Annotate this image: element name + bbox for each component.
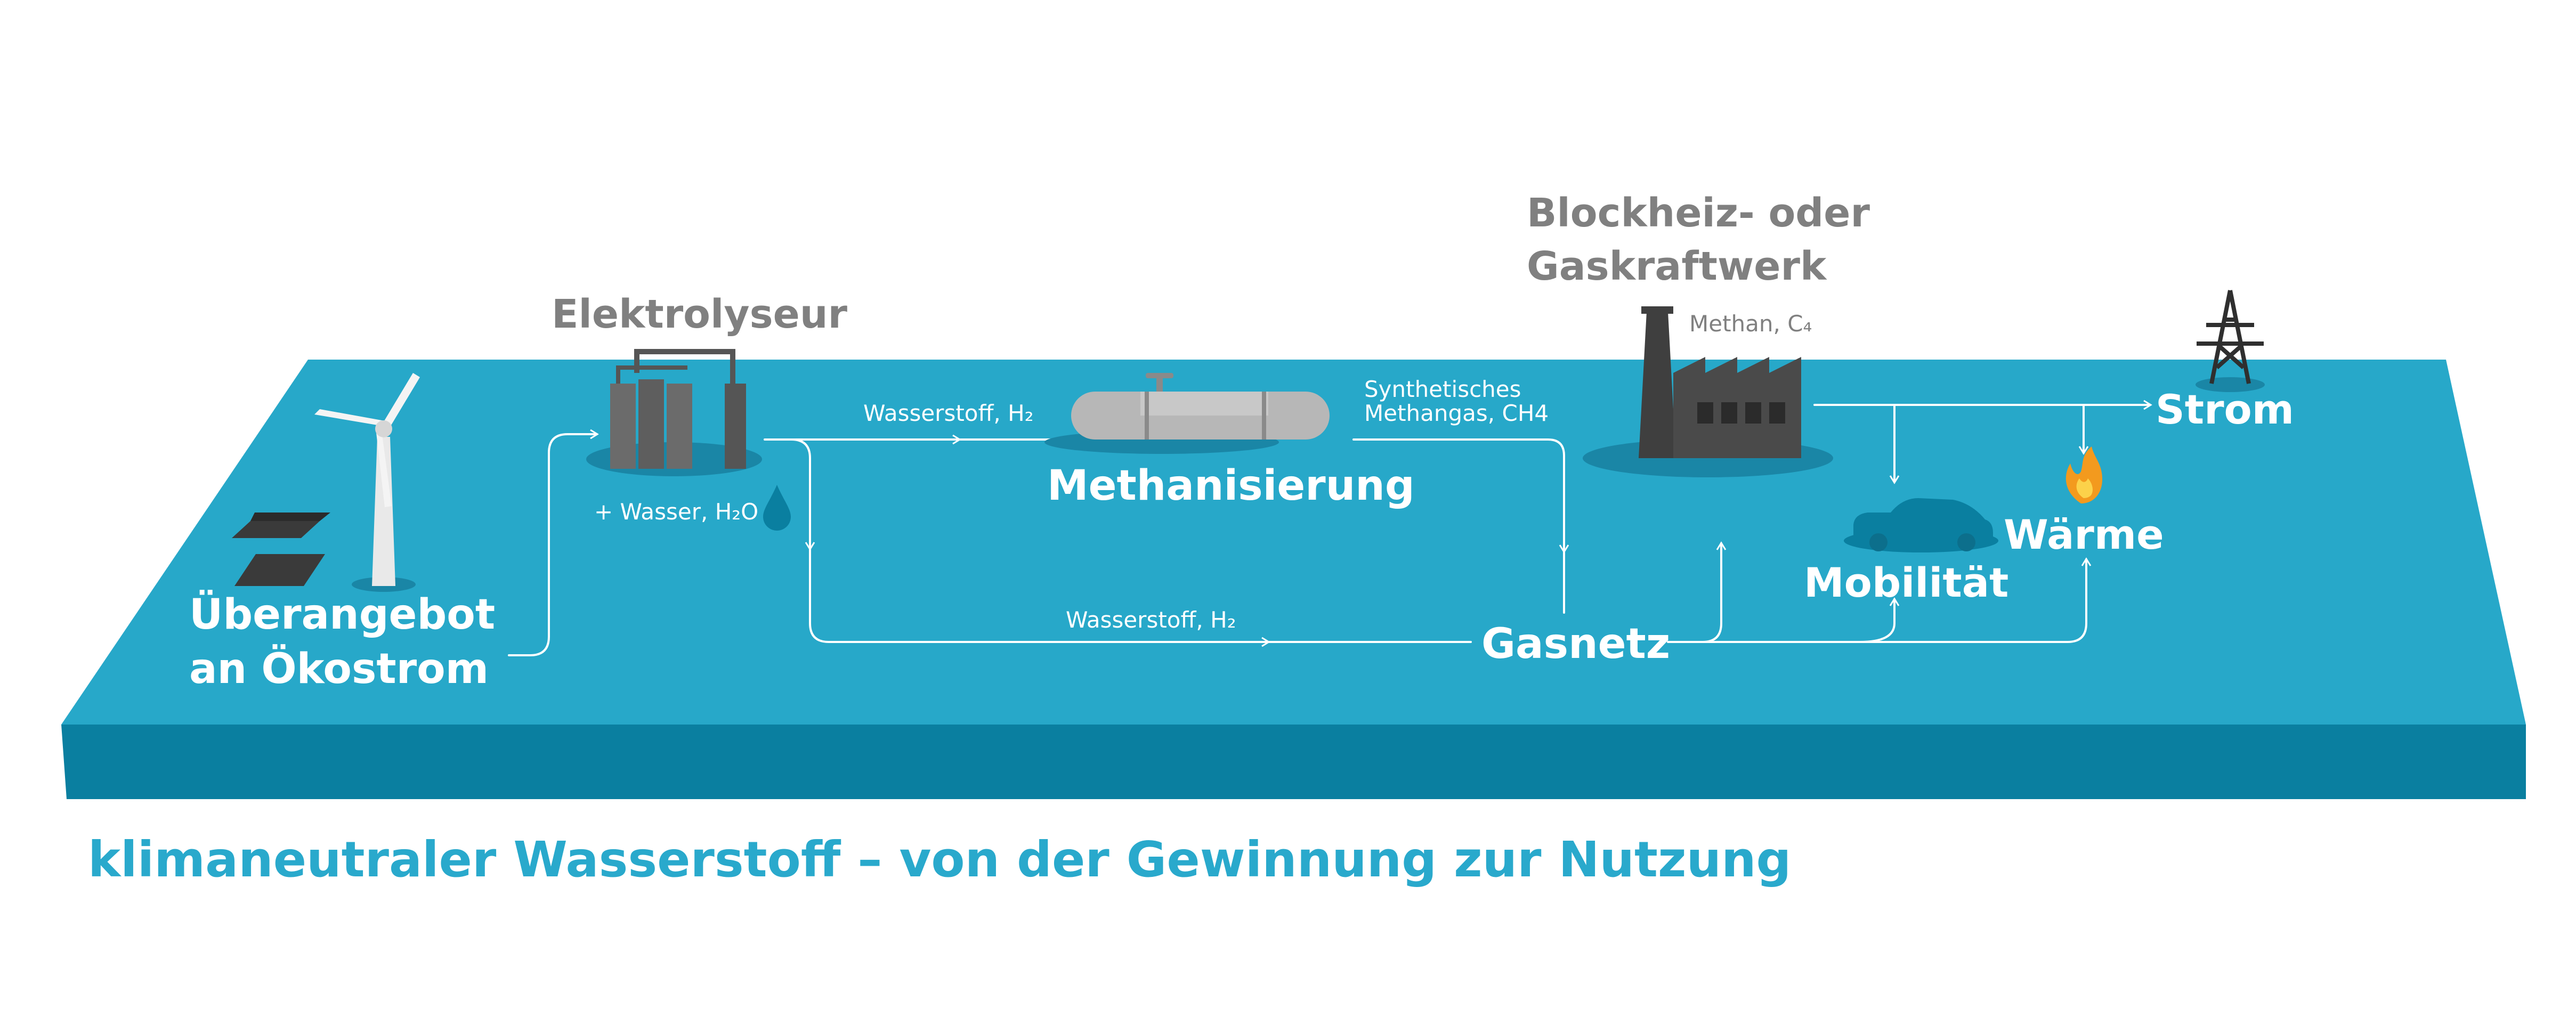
flow-electrolyser-down — [790, 438, 815, 551]
power-label: Strom — [2156, 386, 2294, 433]
flow-lines — [508, 400, 2152, 656]
solar-panel-icon — [232, 512, 330, 586]
plant-label-line2: Gaskraftwerk — [1527, 243, 1827, 289]
methane-label: Methan, C₄ — [1689, 311, 1812, 337]
flow-grid-to-mobility — [1859, 597, 1900, 643]
plant-label-line1: Blockheiz- oder — [1527, 190, 1870, 236]
flow-hydrogen-to-grid — [809, 548, 1270, 647]
flame-icon — [2065, 446, 2102, 503]
synthetic-gas-label-line1: Synthetisches — [1364, 376, 1521, 402]
water-drop-icon — [763, 485, 791, 531]
electrolyser-icon — [586, 349, 762, 476]
flow-hydrogen-label-bottom: Wasserstoff, H₂ — [1066, 607, 1236, 633]
wind-turbine-icon — [314, 373, 420, 592]
power-pylon-icon — [2196, 290, 2265, 392]
flow-source-to-electrolyser — [508, 429, 599, 656]
car-icon — [1844, 498, 1998, 552]
source-label-line1: Überangebot — [189, 590, 495, 639]
heat-label: Wärme — [2004, 511, 2164, 558]
flow-methanation-to-grid — [1352, 438, 1569, 554]
methanation-label: Methanisierung — [1047, 462, 1415, 510]
source-label-line2: an Ökostrom — [189, 644, 489, 693]
flow-hydrogen-label-top: Wasserstoff, H₂ — [863, 400, 1034, 426]
water-input-label: + Wasser, H₂O — [594, 499, 758, 525]
methanation-tank-icon — [1044, 373, 1330, 454]
synthetic-gas-label-line2: Methangas, CH4 — [1364, 400, 1549, 426]
power-plant-icon — [1583, 306, 1833, 477]
flow-grid-to-plant — [1702, 541, 1727, 643]
caption: klimaneutraler Wasserstoff – von der Gew… — [88, 831, 1791, 888]
mobility-label: Mobilität — [1804, 559, 2008, 606]
flow-grid-out — [1667, 557, 2092, 643]
electrolyser-label: Elektrolyseur — [552, 291, 848, 337]
platform-front — [61, 725, 2526, 799]
grid-label: Gasnetz — [1481, 620, 1670, 668]
